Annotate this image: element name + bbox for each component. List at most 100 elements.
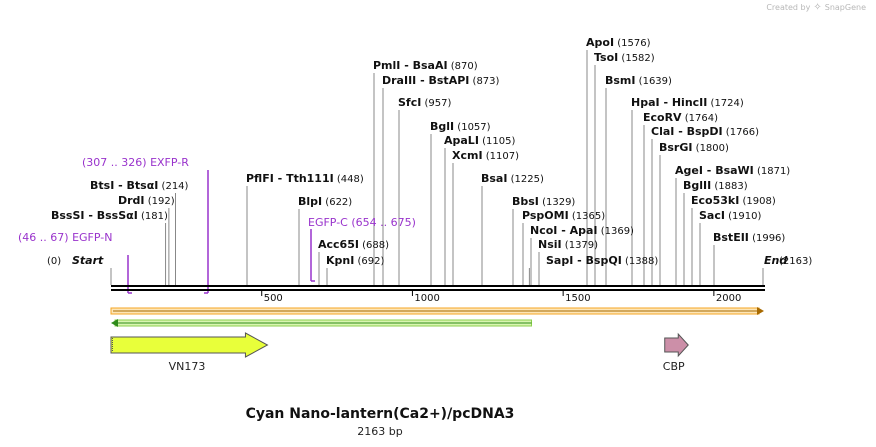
enzyme-name: TsoI — [594, 51, 618, 64]
enzyme-position: (1766) — [723, 127, 760, 138]
enzyme-position: (448) — [334, 174, 364, 185]
feature-label: CBP — [663, 360, 685, 373]
enzyme-name: DraIII — [382, 74, 416, 87]
enzyme-separator: - — [703, 164, 715, 177]
enzyme-position: (1225) — [507, 174, 544, 185]
enzyme-label: AgeI - BsaWI (1871) — [675, 164, 790, 177]
enzyme-separator: - — [85, 209, 97, 222]
enzyme-position: (192) — [145, 196, 175, 207]
enzyme-partner-name: HincII — [672, 96, 708, 109]
enzyme-label: TsoI (1582) — [594, 51, 655, 64]
enzyme-label: SfcI (957) — [398, 96, 451, 109]
ruler-tick-label: 1500 — [565, 293, 590, 304]
enzyme-partner-name: BspDI — [687, 125, 723, 138]
enzyme-position: (1329) — [539, 197, 576, 208]
enzyme-position: (1764) — [682, 113, 719, 124]
enzyme-label: ClaI - BspDI (1766) — [651, 125, 759, 138]
enzyme-label: BsmI (1639) — [605, 74, 672, 87]
enzyme-label: BlpI (622) — [298, 195, 352, 208]
enzyme-separator: - — [274, 172, 286, 185]
enzyme-label: KpnI (692) — [326, 254, 384, 267]
enzyme-separator: - — [400, 59, 412, 72]
enzyme-separator: - — [674, 125, 686, 138]
enzyme-label: BbsI (1329) — [512, 195, 575, 208]
enzyme-name: BssSI — [51, 209, 85, 222]
brand-mark: Created by ✧ SnapGene — [766, 2, 866, 13]
enzyme-partner-name: BstAPI — [429, 74, 470, 87]
enzyme-position: (1871) — [754, 166, 791, 177]
enzyme-separator: - — [557, 224, 569, 237]
enzyme-label: BtsI - BtsαI (214) — [90, 179, 189, 192]
map-title: Cyan Nano-lantern(Ca2+)/pcDNA3 — [245, 406, 515, 422]
enzyme-position: (1365) — [569, 211, 606, 222]
enzyme-position: (692) — [354, 256, 384, 267]
enzyme-separator: - — [573, 254, 585, 267]
orf-reverse-arrowhead — [111, 319, 118, 327]
enzyme-name: BglII — [683, 179, 711, 192]
enzyme-label: PspOMI (1365) — [522, 209, 605, 222]
enzyme-name: PspOMI — [522, 209, 569, 222]
brand-product: SnapGene — [824, 3, 866, 12]
primer-range: (46 .. 67) — [18, 231, 72, 244]
enzyme-name: KpnI — [326, 254, 354, 267]
enzyme-label: ApoI (1576) — [586, 36, 651, 49]
enzyme-name: BstEII — [713, 231, 749, 244]
enzyme-label: Acc65I (688) — [318, 238, 389, 251]
site-labels: PmlI - BsaAI (870)DraIII - BstAPI (873)S… — [18, 36, 812, 373]
enzyme-name: EcoRV — [643, 111, 682, 124]
leader-lines — [110, 50, 764, 294]
enzyme-name: ApoI — [586, 36, 614, 49]
map-length: 2163 bp — [357, 425, 403, 438]
enzyme-position: (1107) — [483, 151, 520, 162]
feature-label: VN173 — [169, 360, 206, 373]
enzyme-position: (1908) — [739, 196, 776, 207]
enzyme-label: Eco53kI (1908) — [691, 194, 776, 207]
primer-label: (307 .. 326) EXFP-R — [82, 156, 189, 169]
enzyme-name: BsrGI — [659, 141, 692, 154]
enzyme-name: HpaI — [631, 96, 660, 109]
enzyme-position: (870) — [448, 61, 478, 72]
enzyme-position: (1576) — [614, 38, 651, 49]
enzyme-position: (1582) — [618, 53, 655, 64]
feature-arrow — [110, 332, 269, 358]
enzyme-position: (181) — [138, 211, 168, 222]
enzyme-separator: - — [660, 96, 672, 109]
end-name: Start — [72, 254, 104, 267]
enzyme-label: ApaLI (1105) — [444, 134, 515, 147]
enzyme-label: NcoI - ApaI (1369) — [530, 224, 634, 237]
enzyme-position: (1883) — [711, 181, 748, 192]
enzyme-name: SacI — [699, 209, 725, 222]
ruler-tick-label: 1000 — [414, 293, 439, 304]
enzyme-label: NsiI (1379) — [538, 238, 598, 251]
primer-range: (654 .. 675) — [348, 216, 416, 229]
enzyme-position: (1910) — [725, 211, 762, 222]
enzyme-name: BlpI — [298, 195, 322, 208]
enzyme-name: ClaI — [651, 125, 674, 138]
enzyme-label: BglI (1057) — [430, 120, 491, 133]
enzyme-position: (873) — [469, 76, 499, 87]
enzyme-name: PflFI — [246, 172, 274, 185]
enzyme-partner-name: Tth111I — [286, 172, 334, 185]
brand-created-by: Created by — [766, 3, 811, 12]
enzyme-position: (1057) — [454, 122, 491, 133]
enzyme-partner-name: BsaWI — [715, 164, 754, 177]
enzyme-position: (214) — [158, 181, 188, 192]
snapgene-logo-icon: ✧ — [813, 2, 822, 13]
enzyme-name: SapI — [546, 254, 573, 267]
enzyme-position: (1105) — [479, 136, 516, 147]
enzyme-position: (688) — [359, 240, 389, 251]
enzyme-label: PflFI - Tth111I (448) — [246, 172, 364, 185]
enzyme-name: AgeI — [675, 164, 703, 177]
enzyme-label: XcmI (1107) — [452, 149, 519, 162]
enzyme-name: NsiI — [538, 238, 562, 251]
primer-range: (307 .. 326) — [82, 156, 150, 169]
enzyme-label: HpaI - HincII (1724) — [631, 96, 744, 109]
primer-name: EXFP-R — [150, 156, 189, 169]
enzyme-partner-name: BspQI — [586, 254, 622, 267]
enzyme-name: BsmI — [605, 74, 636, 87]
enzyme-position: (1388) — [622, 256, 659, 267]
feature-tracks — [110, 307, 764, 358]
enzyme-partner-name: BssSαI — [97, 209, 138, 222]
